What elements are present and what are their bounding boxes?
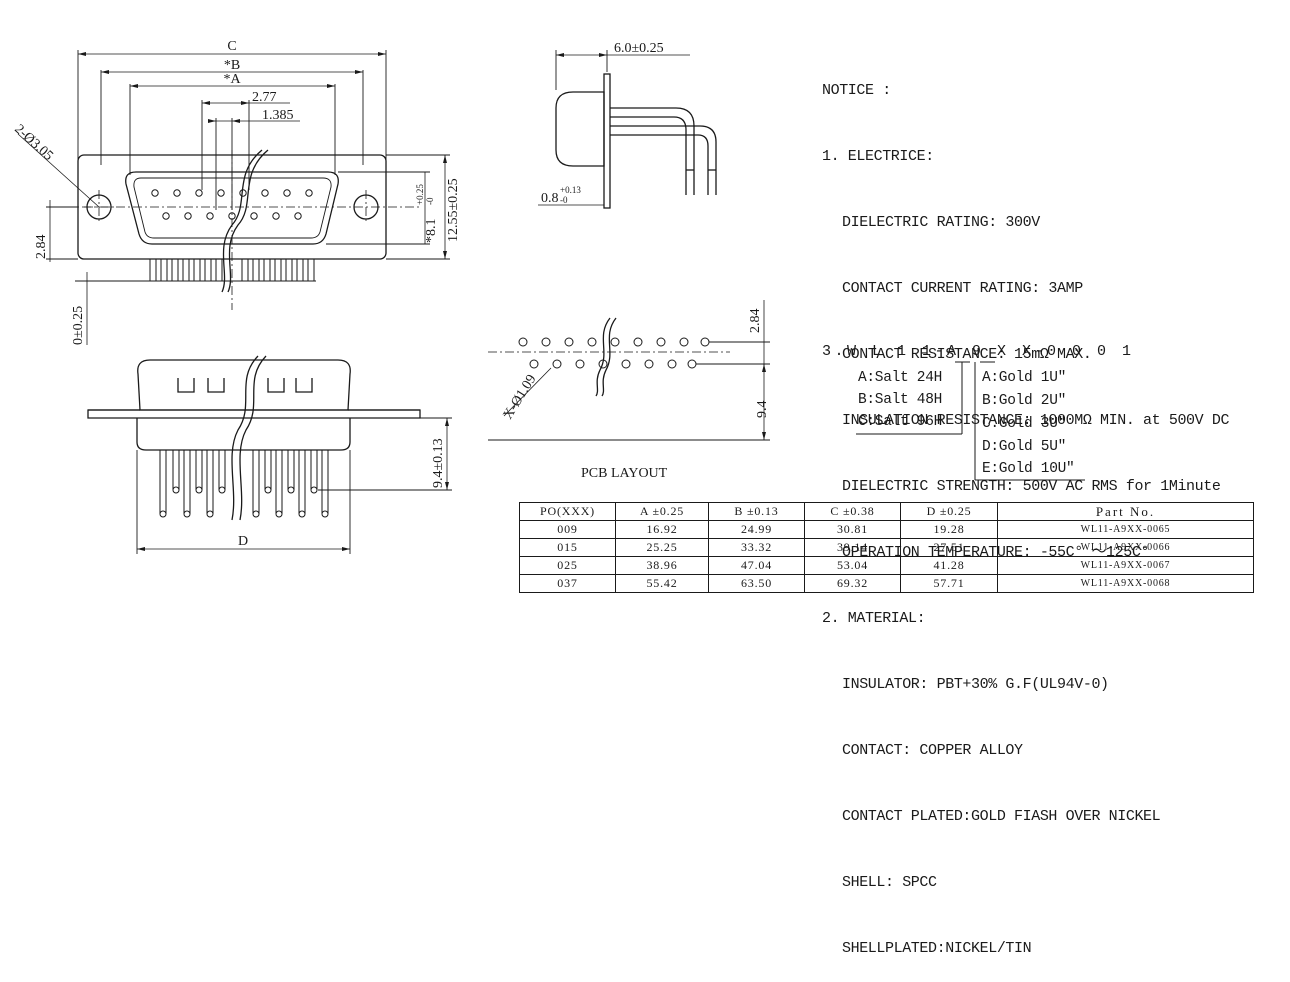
material-line: CONTACT PLATED:GOLD FIASH OVER NICKEL — [842, 808, 1161, 825]
table-cell: WL11-A9XX-0067 — [997, 556, 1254, 575]
electric-line: INSULATION RESISTANCE: 1000MΩ MIN. at 50… — [842, 412, 1230, 429]
electric-line: CONTACT RESISTANCE: 15mΩ MAX. — [842, 346, 1092, 363]
column-header: D ±0.25 — [900, 502, 998, 521]
dim-a: *A — [223, 72, 241, 87]
table-cell: 16.92 — [615, 520, 709, 539]
table-cell: 38.96 — [615, 556, 709, 575]
table-header-row: PO(XXX) A ±0.25 B ±0.13 C ±0.38 D ±0.25 … — [519, 502, 1254, 521]
gold-option: A:Gold 1U″ — [982, 370, 1067, 386]
material-line: INSULATOR: PBT+30% G.F(UL94V-0) — [842, 676, 1109, 693]
table-cell: 30.81 — [804, 520, 901, 539]
table-cell: 037 — [519, 574, 616, 593]
dim-height-tol-main: *8.1 — [424, 219, 439, 244]
dim-pcb-hole: X-Ø1.09 — [501, 372, 540, 422]
table-cell: 33.32 — [708, 538, 805, 557]
column-header: C ±0.38 — [804, 502, 901, 521]
dim-d: D — [238, 534, 248, 549]
material-line: CONTACT: COPPER ALLOY — [842, 742, 1023, 759]
electric-line: DIELECTRIC RATING: 300V — [842, 214, 1040, 231]
front-view: C *B *A 2.77 1.385 2-Ø3.05 — [11, 39, 461, 345]
dim-b: *B — [224, 58, 240, 73]
pcb-layout: 2.84 9.4 X-Ø1.09 — [488, 300, 770, 441]
salt-option: A:Salt 24H — [858, 370, 943, 386]
dim-pin-offset-sup: +0.13 — [560, 185, 581, 195]
material-line: SHELL: SPCC — [842, 874, 937, 891]
notice-title: NOTICE : — [822, 82, 891, 99]
technical-drawing: C *B *A 2.77 1.385 2-Ø3.05 — [11, 39, 1085, 554]
table-cell: 63.50 — [708, 574, 805, 593]
salt-option: C:Salt 96H — [858, 414, 943, 430]
table-cell: 025 — [519, 556, 616, 575]
gold-option: D:Gold 5U″ — [982, 439, 1067, 455]
table-row: 037 55.42 63.50 69.32 57.71 WL11-A9XX-00… — [519, 574, 1254, 593]
salt-option: B:Salt 48H — [858, 392, 943, 408]
column-header: PO(XXX) — [519, 502, 616, 521]
table-cell: 53.04 — [804, 556, 901, 575]
table-cell: 27.51 — [900, 538, 998, 557]
code-brackets — [856, 361, 1085, 481]
part-code: 3.W L 1 1-A 9 X X-0 0 0 1 — [822, 343, 1135, 360]
table-row: 025 38.96 47.04 53.04 41.28 WL11-A9XX-00… — [519, 556, 1254, 575]
gold-option: E:Gold 10U″ — [982, 461, 1075, 477]
table-cell: WL11-A9XX-0068 — [997, 574, 1254, 593]
table-cell: 015 — [519, 538, 616, 557]
column-header: Part No. — [997, 502, 1254, 521]
dim-pin-offset: 0.8 — [541, 191, 559, 206]
dim-height-tol-sup: +0.25 — [415, 184, 425, 205]
table-cell: 55.42 — [615, 574, 709, 593]
table-cell: 24.99 — [708, 520, 805, 539]
electric-line: DIELECTRIC STRENGTH: 500V AC RMS for 1Mi… — [842, 478, 1221, 495]
table-cell: WL11-A9XX-0065 — [997, 520, 1254, 539]
gold-option: B:Gold 2U″ — [982, 393, 1067, 409]
dim-pin-offset-sub: -0 — [560, 195, 568, 205]
material-line: SHELLPLATED:NICKEL/TIN — [842, 940, 1032, 957]
table-row: 015 25.25 33.32 39.14 27.51 WL11-A9XX-00… — [519, 538, 1254, 557]
bottom-view: 9.4±0.13 D — [87, 355, 452, 554]
dim-base-tol: 0±0.25 — [71, 306, 86, 345]
dim-pcb-row: 2.84 — [748, 309, 763, 334]
dimension-table: PO(XXX) A ±0.25 B ±0.13 C ±0.38 D ±0.25 … — [519, 502, 1254, 593]
dim-hole: 2-Ø3.05 — [11, 122, 55, 164]
table-cell: 47.04 — [708, 556, 805, 575]
table-cell: 19.28 — [900, 520, 998, 539]
table-cell: 39.14 — [804, 538, 901, 557]
pcb-layout-label: PCB LAYOUT — [581, 466, 668, 481]
dim-c: C — [227, 39, 236, 54]
dim-height-tol-sub: -0 — [425, 197, 435, 205]
table-cell: 57.71 — [900, 574, 998, 593]
dim-pcb-depth: 9.4 — [755, 401, 770, 419]
dim-height: 12.55±0.25 — [446, 178, 461, 242]
dim-depth: 6.0±0.25 — [614, 41, 664, 56]
column-header: A ±0.25 — [615, 502, 709, 521]
table-row: 009 16.92 24.99 30.81 19.28 WL11-A9XX-00… — [519, 520, 1254, 539]
column-header: B ±0.13 — [708, 502, 805, 521]
dim-pitch: 2.77 — [252, 90, 277, 105]
dim-row-offset: 2.84 — [34, 235, 49, 260]
gold-option: C:Gold 3U″ — [982, 416, 1067, 432]
table-cell: 41.28 — [900, 556, 998, 575]
dim-half-pitch: 1.385 — [262, 108, 294, 123]
table-cell: 009 — [519, 520, 616, 539]
table-cell: 69.32 — [804, 574, 901, 593]
section-heading-material: 2. MATERIAL: — [822, 610, 926, 627]
dim-pin-height: 9.4±0.13 — [431, 438, 446, 488]
table-cell: WL11-A9XX-0066 — [997, 538, 1254, 557]
electric-line: CONTACT CURRENT RATING: 3AMP — [842, 280, 1083, 297]
section-heading-electric: 1. ELECTRICE: — [822, 148, 934, 165]
dim-height-tol: *8.1 — [424, 219, 439, 244]
side-view: 6.0±0.25 0.8 +0.13 -0 — [538, 41, 717, 209]
table-cell: 25.25 — [615, 538, 709, 557]
